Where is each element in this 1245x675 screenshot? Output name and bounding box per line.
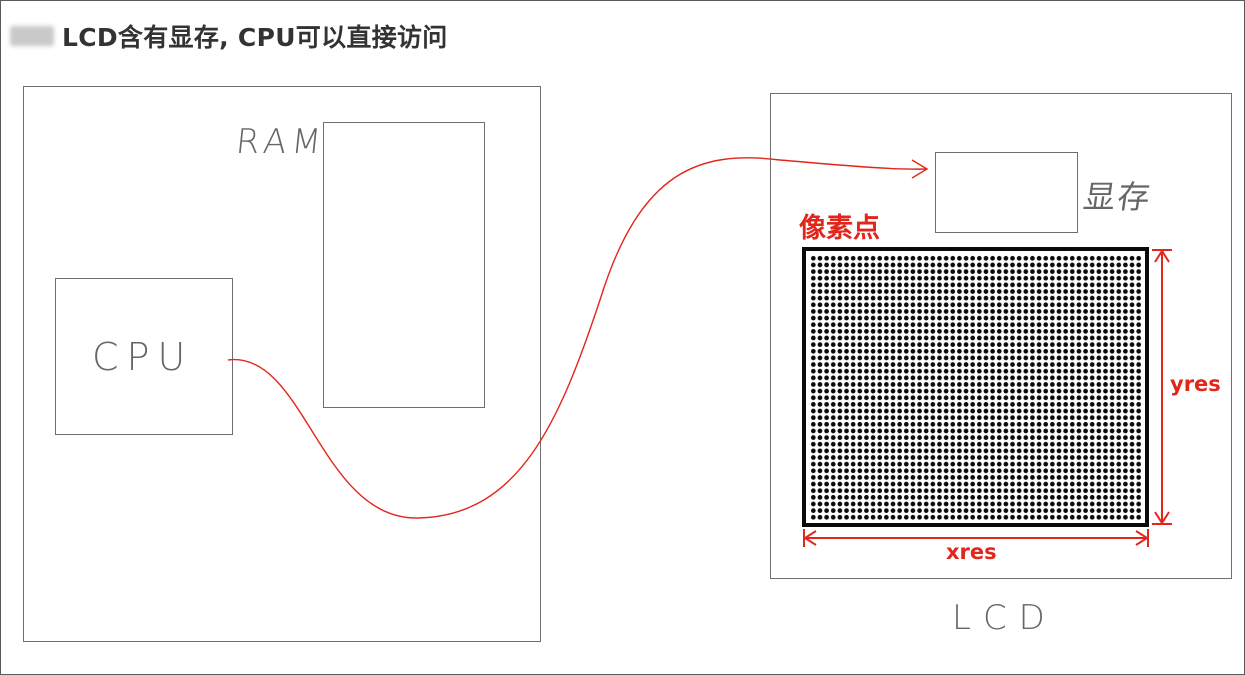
lcd-label: LCD (952, 598, 1057, 638)
heading-text: LCD含有显存, CPU可以直接访问 (62, 23, 448, 52)
cpu-label: CPU (92, 335, 194, 379)
yres-label: yres (1170, 372, 1221, 396)
ram-box (323, 122, 485, 408)
pixel-label: 像素点 (799, 213, 880, 244)
section-heading: LCD含有显存, CPU可以直接访问 (10, 18, 448, 54)
vram-label: 显存 (1081, 178, 1155, 216)
vram-box (935, 152, 1078, 233)
xres-label: xres (946, 540, 997, 564)
ram-label: RAM (233, 122, 328, 162)
blurred-section-number (10, 26, 54, 46)
